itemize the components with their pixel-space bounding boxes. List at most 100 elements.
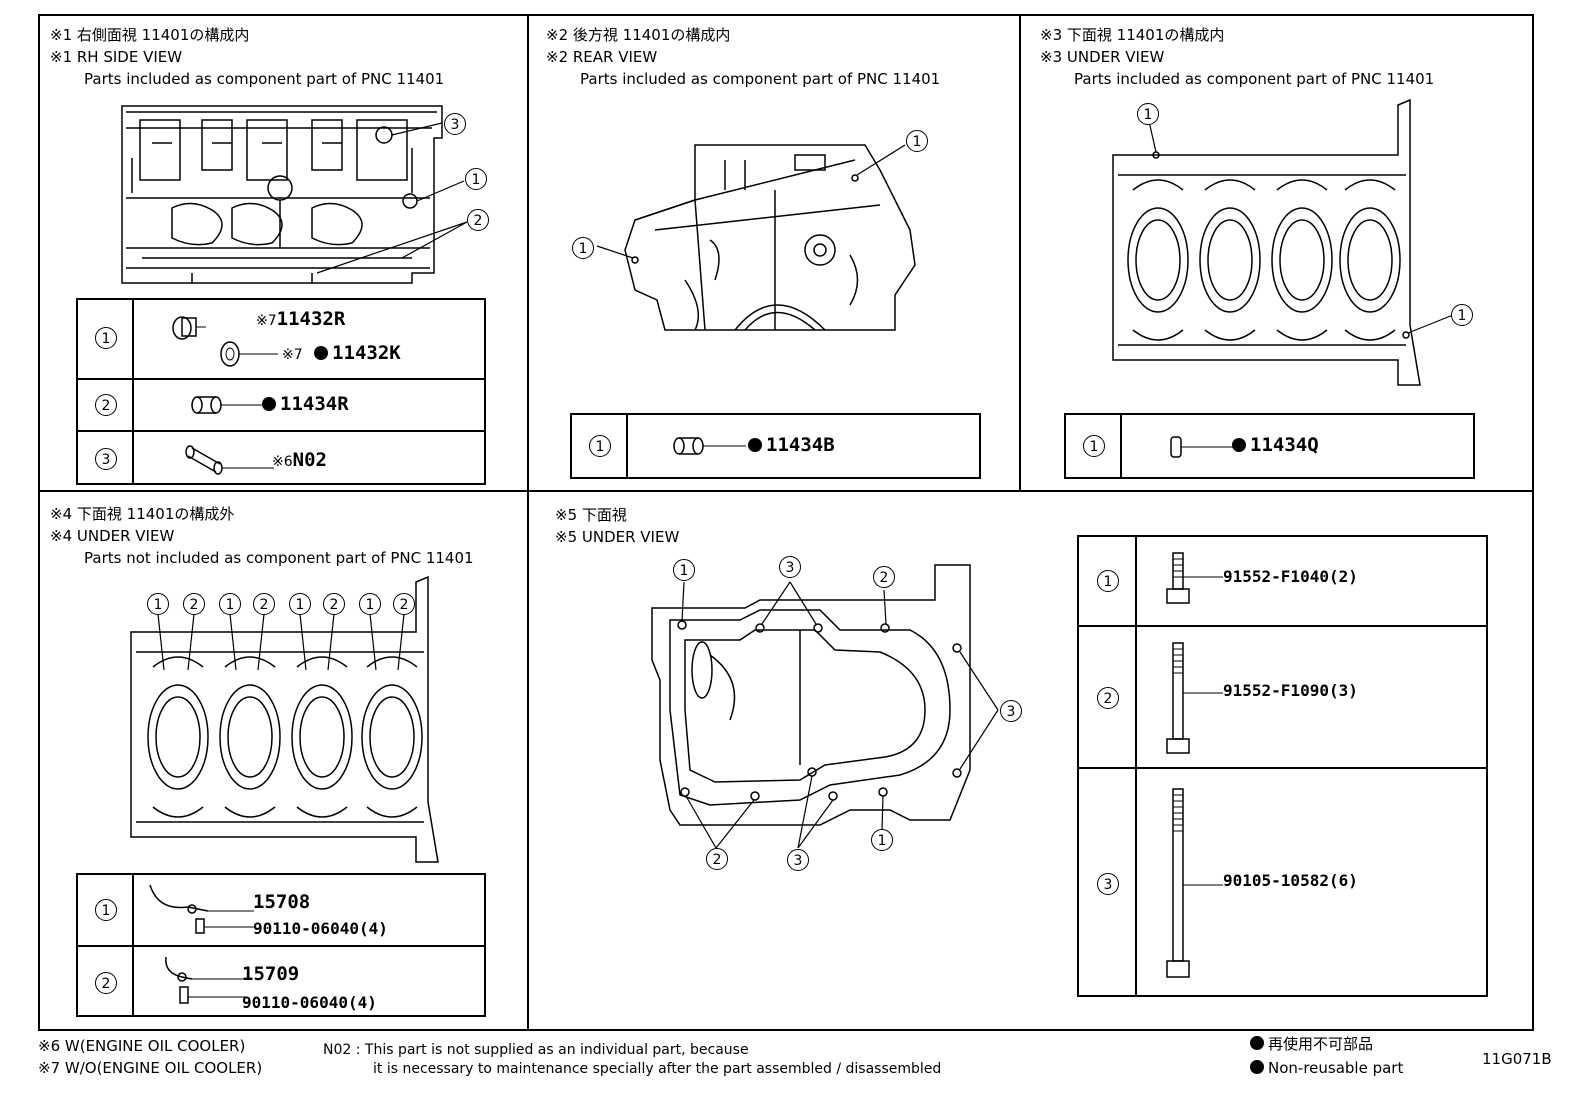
panel4-title-jp: ※4 下面視 11401の構成外: [50, 505, 235, 523]
panel3-under-view-drawing: [1112, 98, 1454, 386]
panel2-title-en: ※2 REAR VIEW: [546, 48, 658, 66]
panel4-parts-table: 1 15708 90110-06040(4) 2 15709 90110-060…: [76, 873, 486, 1017]
part-number: ※6N02: [272, 449, 327, 471]
divider-v2: [1019, 14, 1021, 492]
part-number: 90110-06040(4): [242, 993, 377, 1012]
panel5-parts-table: 1 91552-F1040(2) 2 91552-F1090(3) 3 9010…: [1077, 535, 1488, 997]
panel3-subtitle: Parts included as component part of PNC …: [1074, 70, 1435, 88]
plug-icon: [172, 316, 206, 340]
non-reusable-dot-icon: [1250, 1036, 1264, 1050]
panel5-title-jp: ※5 下面視: [555, 506, 627, 524]
table-row: 1 15708 90110-06040(4): [78, 875, 484, 945]
panel5-callout-1: 1: [673, 559, 695, 581]
row-index: 2: [95, 972, 117, 994]
part-number: 91552-F1040(2): [1223, 567, 1358, 586]
part-number: 11434B: [748, 434, 835, 456]
table-row: 2 91552-F1090(3): [1079, 625, 1486, 767]
panel4-under-view-drawing: [130, 575, 439, 863]
row-index: 1: [589, 435, 611, 457]
panel4-callout-2: 2: [253, 593, 275, 615]
row-index: 1: [1097, 570, 1119, 592]
panel4-callout-1: 1: [359, 593, 381, 615]
panel5-callout-3: 3: [787, 849, 809, 871]
bolt-icon: [1166, 788, 1223, 978]
bolt-icon: [1166, 552, 1223, 604]
diagram-code: 11G071B: [1482, 1050, 1552, 1068]
panel1-subtitle: Parts included as component part of PNC …: [84, 70, 445, 88]
panel3-title-jp: ※3 下面視 11401の構成内: [1040, 26, 1225, 44]
row-index: 3: [1097, 873, 1119, 895]
legend-non-reusable-jp: 再使用不可部品: [1250, 1034, 1373, 1055]
panel2-callout-1: 1: [906, 130, 928, 152]
panel1-header: ※1 右側面視 11401の構成内 ※1 RH SIDE VIEW Parts …: [50, 24, 444, 90]
panel4-callout-1: 1: [289, 593, 311, 615]
panel4-callout-1: 1: [219, 593, 241, 615]
panel5-callout-3: 3: [1000, 700, 1022, 722]
panel5-callout-1: 1: [871, 829, 893, 851]
part-number: ※711432R: [256, 308, 346, 330]
part-number: 11434R: [262, 393, 349, 415]
table-row: 1 11434Q: [1066, 415, 1473, 477]
row-index: 1: [95, 899, 117, 921]
pipe-icon: [185, 445, 274, 475]
panel3-title-en: ※3 UNDER VIEW: [1040, 48, 1165, 66]
table-row: 2 11434R: [78, 378, 484, 430]
row-index: 1: [95, 327, 117, 349]
panel1-rh-side-view-drawing: [121, 105, 468, 284]
panel1-callout-2: 2: [467, 209, 489, 231]
panel3-callout-1: 1: [1451, 304, 1473, 326]
panel1-callout-1: 1: [465, 168, 487, 190]
panel1-callout-3: 3: [444, 113, 466, 135]
part-number: 90110-06040(4): [253, 919, 388, 938]
row-index: 1: [1083, 435, 1105, 457]
part-number: 90105-10582(6): [1223, 871, 1358, 890]
panel2-parts-table: 1 11434B: [570, 413, 981, 479]
panel1-parts-table: 1 ※711432R ※7 11432K 2 11434R 3 ※6N02: [76, 298, 486, 485]
part-number: 91552-F1090(3): [1223, 681, 1358, 700]
panel5-header: ※5 下面視 ※5 UNDER VIEW: [555, 504, 679, 548]
panel2-header: ※2 後方視 11401の構成内 ※2 REAR VIEW Parts incl…: [546, 24, 940, 90]
row-index: 2: [1097, 687, 1119, 709]
diagram-frame: [38, 14, 1534, 1031]
panel4-callout-1: 1: [147, 593, 169, 615]
table-row: 2 15709 90110-06040(4): [78, 945, 484, 1017]
panel4-title-en: ※4 UNDER VIEW: [50, 527, 175, 545]
panel1-title-jp: ※1 右側面視 11401の構成内: [50, 26, 250, 44]
panel5-callout-2: 2: [706, 848, 728, 870]
panel4-callout-2: 2: [183, 593, 205, 615]
dowel-pin-icon: [673, 437, 746, 455]
panel4-callout-2: 2: [393, 593, 415, 615]
table-row: 3 ※6N02: [78, 430, 484, 485]
part-number: 15709: [242, 963, 300, 985]
panel5-callout-3: 3: [779, 556, 801, 578]
panel1-title-en: ※1 RH SIDE VIEW: [50, 48, 183, 66]
table-row: 1 11434B: [572, 415, 979, 477]
panel3-parts-table: 1 11434Q: [1064, 413, 1475, 479]
panel2-rear-view-drawing: [596, 144, 916, 331]
table-row: 1 91552-F1040(2): [1079, 537, 1486, 625]
panel4-header: ※4 下面視 11401の構成外 ※4 UNDER VIEW Parts not…: [50, 503, 474, 569]
bolt-icon: [1166, 642, 1223, 754]
oil-nozzle-icon: [165, 956, 246, 1004]
divider-h1: [38, 490, 1534, 492]
n02-note-line1: N02 : This part is not supplied as an in…: [323, 1042, 749, 1058]
note-6: ※6 W(ENGINE OIL COOLER): [38, 1037, 246, 1055]
non-reusable-dot-icon: [1250, 1060, 1264, 1074]
n02-note-line2: it is necessary to maintenance specially…: [373, 1061, 942, 1077]
panel3-header: ※3 下面視 11401の構成内 ※3 UNDER VIEW Parts inc…: [1040, 24, 1434, 90]
washer-icon: [220, 341, 278, 367]
part-number: 15708: [253, 891, 311, 913]
table-row: 1 ※711432R ※7 11432K: [78, 300, 484, 378]
part-number: ※7 11432K: [282, 342, 401, 364]
panel4-subtitle: Parts not included as component part of …: [84, 549, 474, 567]
row-index: 2: [95, 394, 117, 416]
legend-non-reusable-en: Non-reusable part: [1250, 1058, 1403, 1079]
panel5-under-view-drawing: [651, 564, 999, 849]
row-index: 3: [95, 448, 117, 470]
divider-v1: [527, 14, 529, 1031]
part-number: 11434Q: [1232, 434, 1319, 456]
panel2-title-jp: ※2 後方視 11401の構成内: [546, 26, 731, 44]
panel5-title-en: ※5 UNDER VIEW: [555, 528, 680, 546]
dowel-pin-icon: [1170, 436, 1234, 458]
panel5-callout-2: 2: [873, 566, 895, 588]
